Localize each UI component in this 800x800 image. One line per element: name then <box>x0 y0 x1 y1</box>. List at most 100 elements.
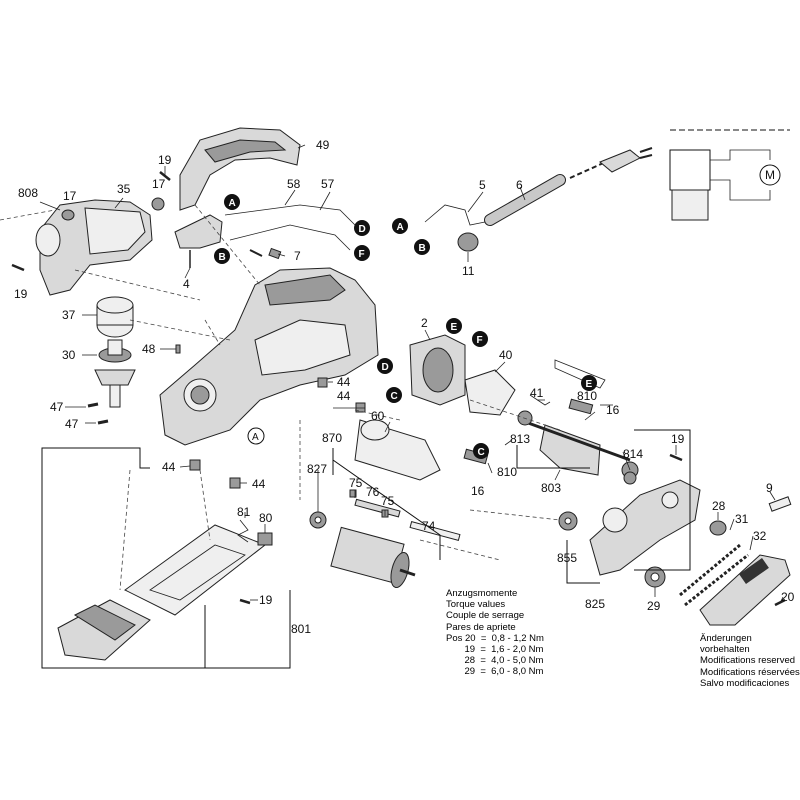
torque-row: 28 = 4,0 - 5,0 Nm <box>446 655 544 667</box>
part-4-switch <box>174 214 223 268</box>
torque-row: 29 = 6,0 - 8,0 Nm <box>446 666 544 678</box>
label-48: 48 <box>142 342 156 356</box>
label-80: 80 <box>259 511 273 525</box>
label-17: 17 <box>63 189 77 203</box>
label-35: 35 <box>117 182 131 196</box>
wiring-schematic: M <box>669 129 790 221</box>
label-75: 75 <box>381 494 395 508</box>
connector-e-2: E <box>581 375 597 391</box>
connector-a-2: A <box>392 218 408 234</box>
part-37-knob <box>96 296 134 338</box>
label-30: 30 <box>62 348 76 362</box>
label-57: 57 <box>321 177 335 191</box>
part-7-clip <box>249 247 282 260</box>
label-17: 17 <box>152 177 166 191</box>
label-814: 814 <box>623 447 643 461</box>
svg-text:F: F <box>359 249 365 260</box>
part-48-pin <box>175 344 181 354</box>
part-44-nuts <box>189 377 366 489</box>
label-44: 44 <box>337 375 351 389</box>
label-60: 60 <box>371 409 385 423</box>
part-6-cord-sleeve <box>484 147 653 226</box>
label-75: 75 <box>349 476 363 490</box>
label-19: 19 <box>671 432 685 446</box>
label-44: 44 <box>337 389 351 403</box>
part-19-screw <box>11 263 25 272</box>
svg-text:A: A <box>252 432 259 443</box>
svg-text:D: D <box>359 224 366 235</box>
svg-text:F: F <box>477 335 483 346</box>
label-6: 6 <box>516 178 523 192</box>
label-28: 28 <box>712 499 726 513</box>
torque-values-table: Anzugsmomente Torque values Couple de se… <box>446 588 544 678</box>
part-32-belt-cover <box>699 554 791 626</box>
label-2: 2 <box>421 316 428 330</box>
label-870: 870 <box>322 431 342 445</box>
svg-text:C: C <box>391 391 398 402</box>
part-5-cord-clamp <box>424 204 486 226</box>
part-827-bearing <box>309 511 327 529</box>
label-808: 808 <box>18 186 38 200</box>
label-4: 4 <box>183 277 190 291</box>
connector-a-1: A <box>224 194 240 210</box>
connector-b-2: B <box>414 239 430 255</box>
torque-row: 19 = 1,6 - 2,0 Nm <box>446 644 544 656</box>
svg-text:B: B <box>419 243 426 254</box>
part-19-screw-d <box>239 598 251 605</box>
label-29: 29 <box>647 599 661 613</box>
part-2-field <box>409 334 466 406</box>
part-47-pins <box>87 402 109 425</box>
label-31: 31 <box>735 512 749 526</box>
label-7: 7 <box>294 249 301 263</box>
modifications-fr: Modifications réservées <box>700 666 800 678</box>
svg-text:B: B <box>219 252 226 263</box>
part-30-depth-spindle <box>94 339 136 408</box>
modifications-notice: Änderungen vorbehalten Modifications res… <box>700 633 800 689</box>
connector-badges: A B D F A B E F D C E C A <box>214 194 597 459</box>
part-28-pulley <box>709 520 727 536</box>
part-11-strain-relief <box>457 232 479 252</box>
part-855-bearing <box>558 511 578 531</box>
label-801: 801 <box>291 622 311 636</box>
part-74-blade-drum <box>330 526 416 589</box>
part-17-bushing <box>61 209 75 221</box>
label-47: 47 <box>50 400 64 414</box>
torque-title-de: Anzugsmomente <box>446 588 518 599</box>
connector-d-2: D <box>377 358 393 374</box>
group-brackets <box>41 429 691 669</box>
part-19-screw-b <box>159 171 171 181</box>
part-brush-holders <box>463 359 606 465</box>
label-855: 855 <box>557 551 577 565</box>
connector-f-1: F <box>354 245 370 261</box>
label-19: 19 <box>158 153 172 167</box>
label-41: 41 <box>530 386 544 400</box>
label-76: 76 <box>366 485 380 499</box>
connector-b-1: B <box>214 248 230 264</box>
part-49-handle-cover <box>179 127 301 211</box>
part-number-labels: 808 17 35 19 17 19 49 58 57 7 4 37 30 48… <box>14 138 795 636</box>
label-81: 81 <box>237 505 251 519</box>
part-41-wrench <box>529 394 551 406</box>
svg-text:A: A <box>229 198 236 209</box>
part-40-fan-baffle <box>464 369 516 416</box>
modifications-es: Salvo modificaciones <box>700 677 790 689</box>
motor-symbol: M <box>765 168 775 182</box>
svg-text:C: C <box>478 447 485 458</box>
modifications-de: Änderungen vorbehalten <box>700 633 752 656</box>
label-19: 19 <box>14 287 28 301</box>
torque-row: Pos 20 = 0,8 - 1,2 Nm <box>446 632 544 644</box>
part-main-housing <box>159 267 379 446</box>
connector-f-2: F <box>472 331 488 347</box>
label-810: 810 <box>577 389 597 403</box>
connector-e-1: E <box>446 318 462 334</box>
label-19: 19 <box>259 593 273 607</box>
part-801-plane-sole <box>57 599 151 661</box>
label-11: 11 <box>462 264 475 278</box>
label-44: 44 <box>252 477 266 491</box>
label-49: 49 <box>316 138 330 152</box>
label-16: 16 <box>606 403 620 417</box>
connector-a-3: A <box>247 427 265 445</box>
part-81-spring <box>237 519 249 543</box>
torque-title-es: Pares de apriete <box>446 621 516 633</box>
